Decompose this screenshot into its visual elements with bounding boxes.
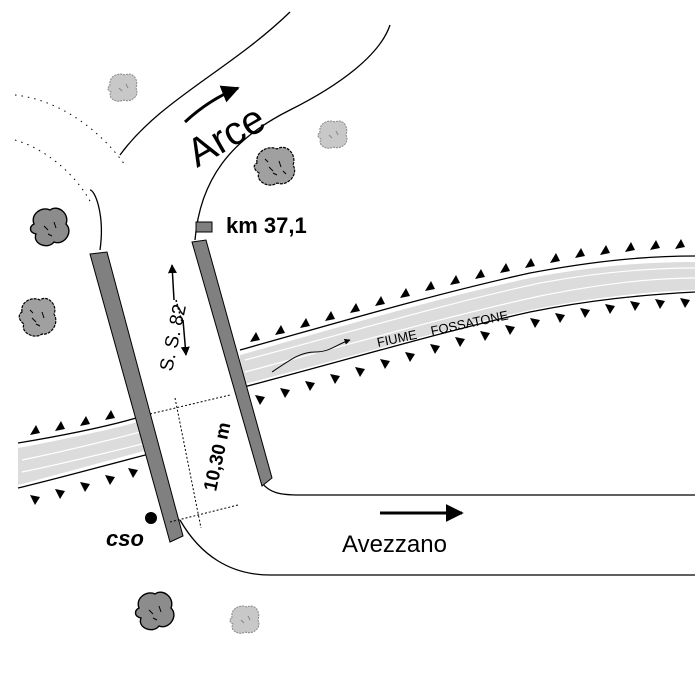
dotted-paths xyxy=(14,94,126,206)
tree-icon xyxy=(107,73,138,102)
roads xyxy=(89,11,695,576)
tree-icon xyxy=(134,591,175,631)
river xyxy=(17,239,696,505)
tree-icon xyxy=(229,605,260,634)
road-edge-avezzano-north xyxy=(261,482,695,496)
road-edge-avezzano-south xyxy=(179,519,695,576)
tree-icon xyxy=(317,120,348,149)
flow-arrow-icon xyxy=(271,338,351,373)
bridge xyxy=(89,221,273,543)
arce-arrow-icon xyxy=(183,85,240,124)
river-south-bank xyxy=(239,291,696,389)
width-label: 10,30 m xyxy=(200,420,235,493)
road-edge-north-east xyxy=(194,24,391,241)
river-north-bank xyxy=(239,255,696,351)
bank-hachures xyxy=(30,239,690,505)
bridge-east-parapet xyxy=(191,239,273,487)
km-marker xyxy=(195,221,213,233)
road-edge-north-west xyxy=(119,11,291,156)
width-dimension xyxy=(149,394,239,529)
tree-icon xyxy=(253,146,296,186)
road-label: S. S. 82 xyxy=(156,303,191,373)
trees xyxy=(18,73,348,634)
avezzano-label: Avezzano xyxy=(342,531,447,558)
cso-label: cso xyxy=(106,526,144,551)
river-band xyxy=(240,262,695,385)
tree-icon xyxy=(29,207,70,247)
river-band-left xyxy=(18,420,155,485)
cso-dot-icon xyxy=(145,512,157,524)
tree-icon xyxy=(18,297,57,337)
road-edge-west-upper xyxy=(89,189,102,251)
bridge-west-parapet xyxy=(89,251,184,543)
road-direction-icon xyxy=(167,264,190,356)
km-label: km 37,1 xyxy=(226,213,307,238)
